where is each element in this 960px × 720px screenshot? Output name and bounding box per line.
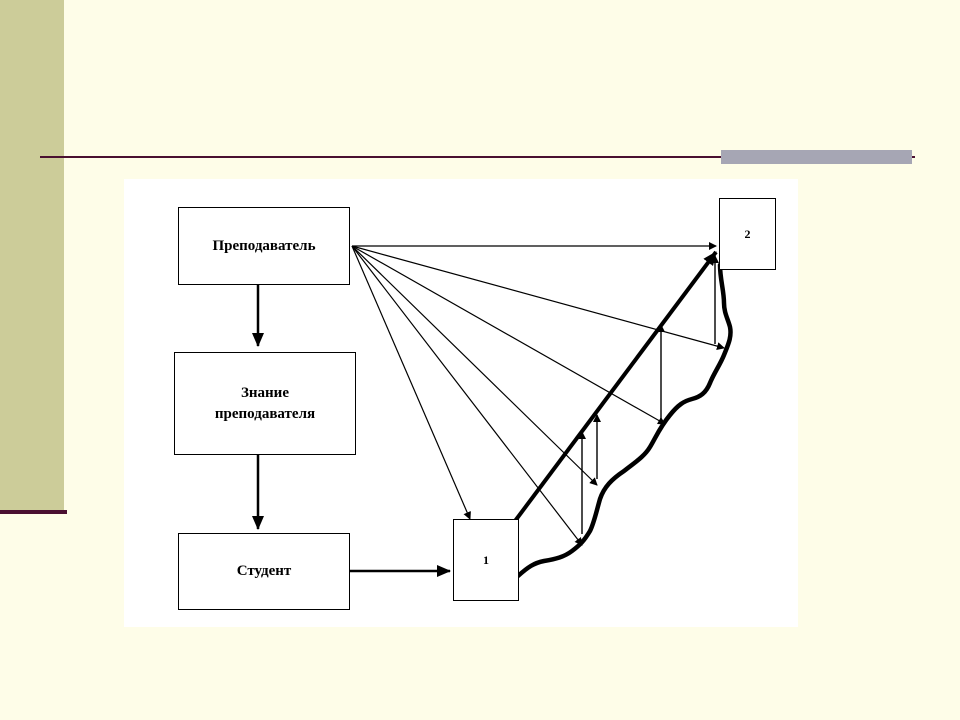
box-1: 1 (453, 519, 519, 601)
knowledge-box: Знание преподавателя (174, 352, 356, 455)
teacher-fan-arrow (351, 245, 666, 425)
teacher-fan-arrow (351, 245, 583, 546)
title-rule-accent (721, 150, 912, 164)
left-sidebar-bar (0, 0, 64, 512)
box1-to-box2-arrow (513, 250, 718, 523)
teacher-fan-arrow (351, 245, 598, 486)
student-label: Студент (236, 563, 292, 580)
teacher-fan-arrow (351, 245, 471, 520)
teacher-box: Преподаватель (178, 207, 350, 285)
growth-curve (515, 262, 733, 579)
teacher-label: Преподаватель (212, 237, 316, 254)
box-2: 2 (719, 198, 776, 270)
box-1-label: 1 (483, 552, 489, 567)
knowledge-label: Знание преподавателя (214, 385, 316, 422)
sidebar-underline (0, 510, 67, 514)
student-box: Студент (178, 533, 350, 610)
title-rule (40, 156, 915, 158)
diagram-arrows (252, 242, 733, 579)
diagram-panel: Преподаватель Знание преподавателя Студе… (124, 179, 798, 627)
box-2-label: 2 (744, 226, 751, 241)
teacher-fan-arrow (351, 245, 725, 351)
